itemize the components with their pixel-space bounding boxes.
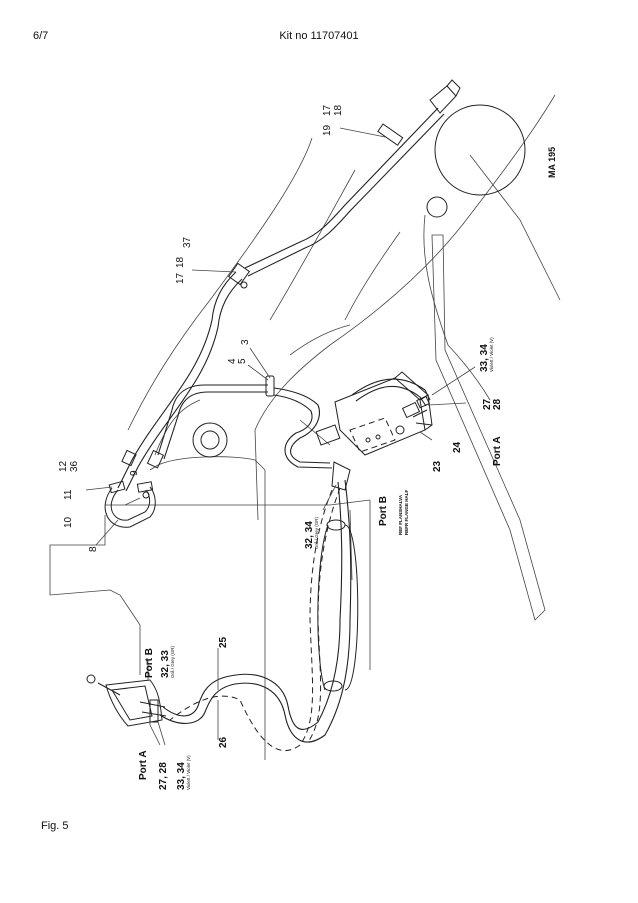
lever-port-fitting <box>149 699 159 723</box>
label-17-top: 17 <box>322 104 333 116</box>
leader-lines <box>85 127 476 746</box>
wheel-hub-large <box>434 104 526 196</box>
label-4: 4 <box>227 358 238 364</box>
note-flange-1: REF FLANSHALVA <box>398 494 403 535</box>
label-32-34-mid: 32, 34 <box>304 521 315 549</box>
hose-connector-top <box>429 85 457 114</box>
label-11: 11 <box>63 489 74 500</box>
label-27-28-left: 27, 28 <box>158 762 169 790</box>
label-23: 23 <box>432 460 443 472</box>
label-27-right: 27 <box>482 398 493 410</box>
pivot-boss <box>192 422 228 458</box>
hose-coupling-outer <box>121 449 137 467</box>
label-12: 12 <box>58 460 69 472</box>
label-19: 19 <box>322 124 333 136</box>
label-10: 10 <box>63 516 74 528</box>
page-number: 6/7 <box>33 30 49 42</box>
figure-caption: Fig. 5 <box>41 820 69 832</box>
note-flange-2: REFR FLANGE HALF <box>404 490 409 535</box>
fitting-12-36 <box>108 480 126 494</box>
clamp-17-18-19 <box>377 123 404 146</box>
label-18-top: 18 <box>333 104 344 116</box>
valve-connector-port-b <box>331 461 351 491</box>
label-33-34-left: 33, 34 <box>176 762 187 790</box>
note-violet-right: Violett / Violet (V) <box>489 337 494 372</box>
note-grey-mid: Grå / Grey (GR) <box>313 516 319 549</box>
fitting-9 <box>136 481 154 493</box>
kit-number: Kit no 11707401 <box>279 30 359 42</box>
clamp-3-4-5 <box>265 375 275 397</box>
hose-sleeve <box>344 524 359 691</box>
label-5: 5 <box>237 358 248 364</box>
label-25: 25 <box>218 636 229 648</box>
lever-knob <box>86 674 96 684</box>
label-33-34-right: 33, 34 <box>479 344 490 372</box>
note-violet-left: Violett / Violet (V) <box>186 755 191 790</box>
control-valve <box>315 371 433 456</box>
label-17-mid: 17 <box>175 272 186 284</box>
control-lever <box>86 674 167 727</box>
label-32-33: 32, 33 <box>160 650 171 678</box>
drawing-code: MA 195 <box>547 147 557 178</box>
port-b-mid: Port B <box>378 496 389 526</box>
hose-coupling-inner <box>146 449 165 469</box>
port-a-right: Port A <box>492 436 503 466</box>
note-grey-left: Grå / Grey (GR) <box>169 645 175 678</box>
part-labels: 19 17 18 17 18 37 3 4 5 12 36 11 10 9 8 … <box>58 104 557 790</box>
machine-outline <box>49 94 561 760</box>
label-3: 3 <box>240 339 251 345</box>
label-26: 26 <box>218 736 229 748</box>
hose-runs <box>104 79 461 751</box>
port-b-left: Port B <box>144 648 155 678</box>
label-37: 37 <box>182 236 193 248</box>
port-a-left: Port A <box>138 750 149 780</box>
label-9: 9 <box>129 470 140 476</box>
label-24: 24 <box>452 441 463 453</box>
label-28-right: 28 <box>492 398 503 410</box>
label-8: 8 <box>88 546 99 552</box>
label-36: 36 <box>69 460 80 472</box>
pivot-pin-small <box>426 196 448 218</box>
clamp-17-18-37 <box>227 262 251 286</box>
label-18-mid: 18 <box>175 256 186 268</box>
